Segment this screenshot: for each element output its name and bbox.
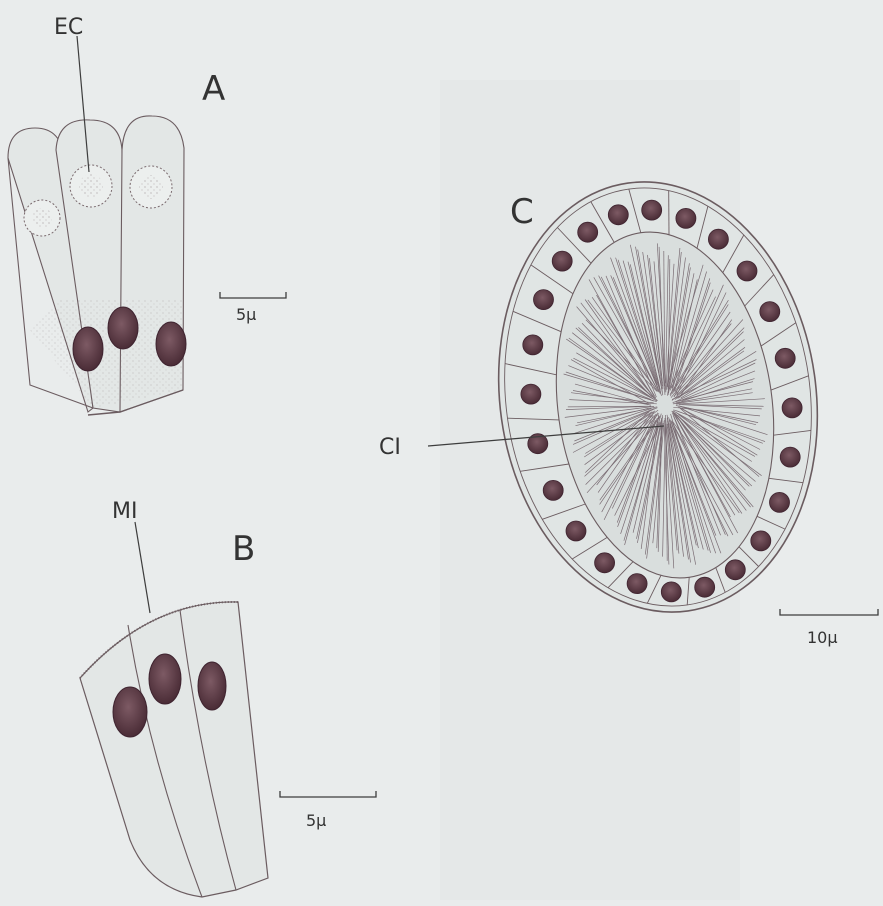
cell-nucleus: [627, 574, 647, 594]
cell-nucleus: [708, 229, 728, 249]
pale-nucleus: [130, 166, 172, 208]
cell-nucleus: [770, 492, 790, 512]
basal-nucleus: [156, 322, 186, 366]
scale-label-c: 10μ: [807, 628, 838, 647]
ci-label: CI: [379, 435, 401, 460]
cell-nucleus: [760, 302, 780, 322]
panel-letter-c: C: [510, 192, 534, 232]
cell-nucleus: [642, 200, 662, 220]
panel-letter-b: B: [232, 529, 255, 569]
cell-nucleus: [780, 447, 800, 467]
scale-label-a: 5μ: [236, 305, 256, 324]
cell-nucleus: [543, 480, 563, 500]
cell-nucleus: [661, 582, 681, 602]
mi-label: MI: [112, 499, 137, 524]
cell-nucleus: [552, 251, 572, 271]
cell-nucleus: [608, 205, 628, 225]
panel-letter-a: A: [202, 69, 225, 109]
cell-nucleus: [695, 577, 715, 597]
cell-nucleus: [578, 222, 598, 242]
cell-nucleus: [566, 521, 586, 541]
cell-nucleus: [521, 384, 541, 404]
cell-nucleus: [595, 553, 615, 573]
basal-nucleus: [108, 307, 138, 349]
cell-nucleus: [737, 261, 757, 281]
cell-nucleus: [534, 290, 554, 310]
cell-nucleus: [782, 398, 802, 418]
basal-nucleus: [198, 662, 226, 710]
pale-nucleus: [24, 200, 60, 236]
cell-nucleus: [523, 335, 543, 355]
basal-nucleus: [149, 654, 181, 704]
scale-label-b: 5μ: [306, 811, 326, 830]
basal-nucleus: [113, 687, 147, 737]
cell-nucleus: [676, 208, 696, 228]
pale-nucleus: [70, 165, 112, 207]
cell-nucleus: [751, 531, 771, 551]
basal-nucleus: [73, 327, 103, 371]
cell-nucleus: [725, 560, 745, 580]
cell-nucleus: [775, 348, 795, 368]
ec-label: EC: [54, 15, 83, 40]
